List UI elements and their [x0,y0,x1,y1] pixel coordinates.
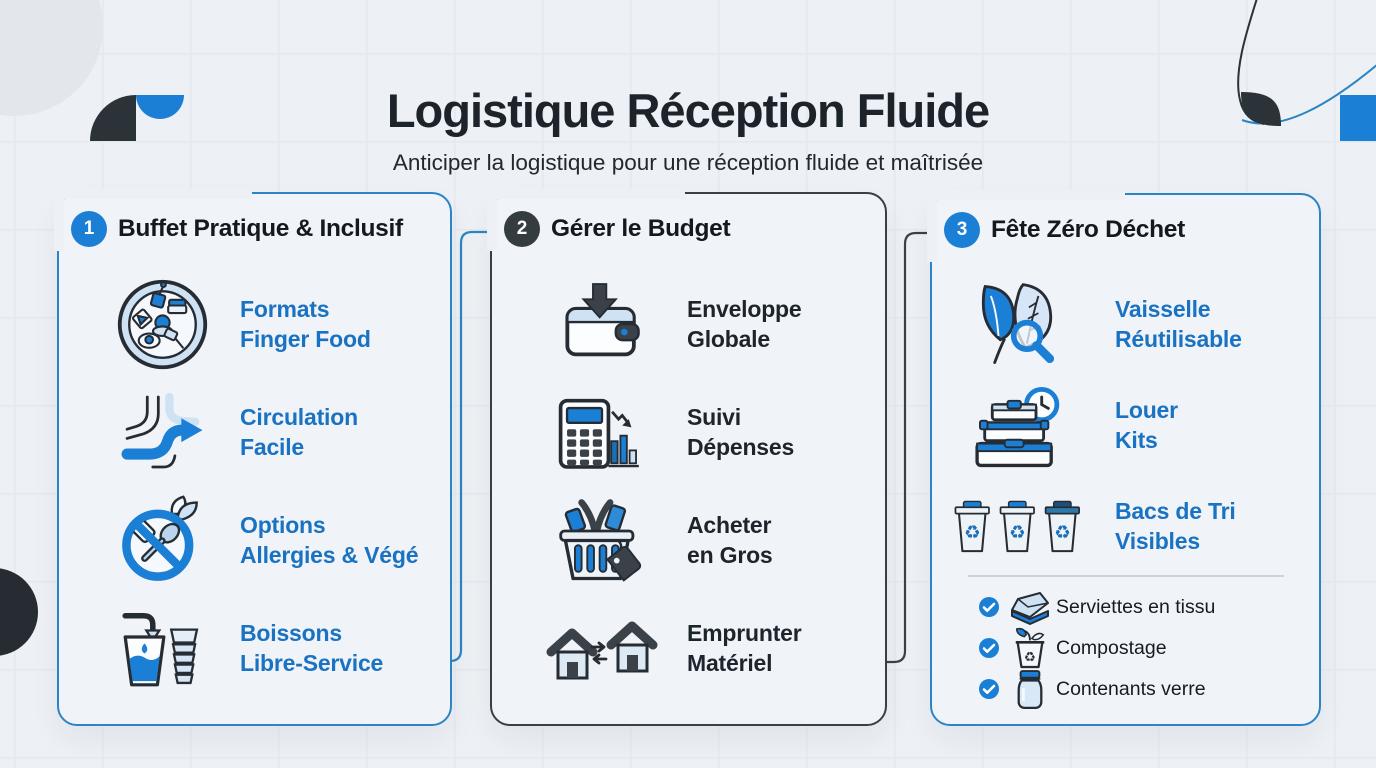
card-budget-header: 2 Gérer le Budget [504,211,731,247]
container-kits-icon [952,378,1082,473]
item-label-line: en Gros [687,542,773,568]
no-allergens-icon [92,493,232,588]
card-zero-dechet: 3 Fête Zéro Déchet [927,190,1321,726]
leaves-magnifier-icon [952,277,1082,372]
item-label-line: Vaisselle [1115,296,1211,322]
card-buffet-header: 1 Buffet Pratique & Inclusif [71,211,403,247]
card-budget-title: Gérer le Budget [551,215,731,242]
finger-food-platter-icon [92,277,232,372]
zero-waste-checklist: Serviettes en tissu ♻ [932,589,1319,712]
list-item: Vaisselle Réutilisable [932,276,1319,372]
item-label-line: Libre-Service [240,650,384,676]
checklist-label: Compostage [1056,636,1167,659]
list-item: Formats Finger Food [59,274,450,374]
step-badge-2: 2 [504,211,540,247]
recycling-bins-icon: ♻ ♻ ♻ [952,490,1082,562]
wallet-deposit-icon [532,278,672,370]
list-item: ♻ ♻ ♻ [932,478,1319,574]
bulk-basket-icon [532,493,672,588]
checklist-item: Serviettes en tissu [932,589,1319,625]
item-label-line: Enveloppe [687,296,802,322]
item-label-line: Boissons [240,620,342,646]
check-circle-icon [979,679,999,699]
houses-exchange-icon [532,612,672,684]
list-item: Boissons Libre-Service [59,598,450,698]
item-label-line: Emprunter [687,620,802,646]
item-label-line: Globale [687,326,770,352]
card-buffet-title: Buffet Pratique & Inclusif [118,215,403,242]
item-label-line: Allergies & Végé [240,542,419,568]
item-label-line: Facile [240,434,305,460]
check-circle-icon [979,638,999,658]
item-label-line: Finger Food [240,326,371,352]
list-item: Circulation Facile [59,382,450,482]
list-item: Enveloppe Globale [492,274,885,374]
card-buffet: 1 Buffet Pratique & Inclusif [54,189,452,726]
checklist-divider [968,575,1284,577]
item-label-line: Bacs de Tri [1115,498,1236,524]
item-label-line: Options [240,512,326,538]
cloth-napkins-icon [1008,587,1052,627]
step-badge-3: 3 [944,212,980,248]
item-label-line: Formats [240,296,330,322]
self-service-drinks-icon [92,602,232,694]
glass-jar-icon [1008,668,1052,710]
card-zero-dechet-header: 3 Fête Zéro Déchet [944,212,1185,248]
circulation-arrow-icon [92,386,232,478]
item-label-line: Kits [1115,427,1158,453]
item-label-line: Réutilisable [1115,326,1242,352]
check-circle-icon [979,597,999,617]
card-zero-dechet-title: Fête Zéro Déchet [991,216,1185,243]
page-title: Logistique Réception Fluide [386,84,990,138]
compost-bin-icon: ♻ [1008,627,1052,669]
svg-text:♻: ♻ [1024,649,1036,664]
page-subtitle: Anticiper la logistique pour une récepti… [392,149,984,175]
item-label-line: Acheter [687,512,772,538]
item-label-line: Matériel [687,650,773,676]
item-label-line: Dépenses [687,434,795,460]
svg-text:♻: ♻ [1009,521,1026,542]
list-item: Suivi Dépenses [492,382,885,482]
item-label-line: Suivi [687,404,741,430]
item-label-line: Louer [1115,397,1178,423]
checklist-label: Contenants verre [1056,677,1206,700]
list-item: Louer Kits [932,377,1319,473]
svg-text:♻: ♻ [1054,521,1071,542]
list-item: Acheter en Gros [492,490,885,590]
checklist-label: Serviettes en tissu [1056,595,1216,618]
item-label-line: Circulation [240,404,358,430]
card-budget: 2 Gérer le Budget Enveloppe Globale [487,189,887,726]
list-item: Options Allergies & Végé [59,490,450,590]
checklist-item: Contenants verre [932,668,1319,710]
calculator-expenses-icon [532,386,672,478]
item-label-line: Visibles [1115,528,1200,554]
svg-text:♻: ♻ [964,521,981,542]
list-item: Emprunter Matériel [492,598,885,698]
step-badge-1: 1 [71,211,107,247]
checklist-item: ♻ Compostage [932,627,1319,669]
